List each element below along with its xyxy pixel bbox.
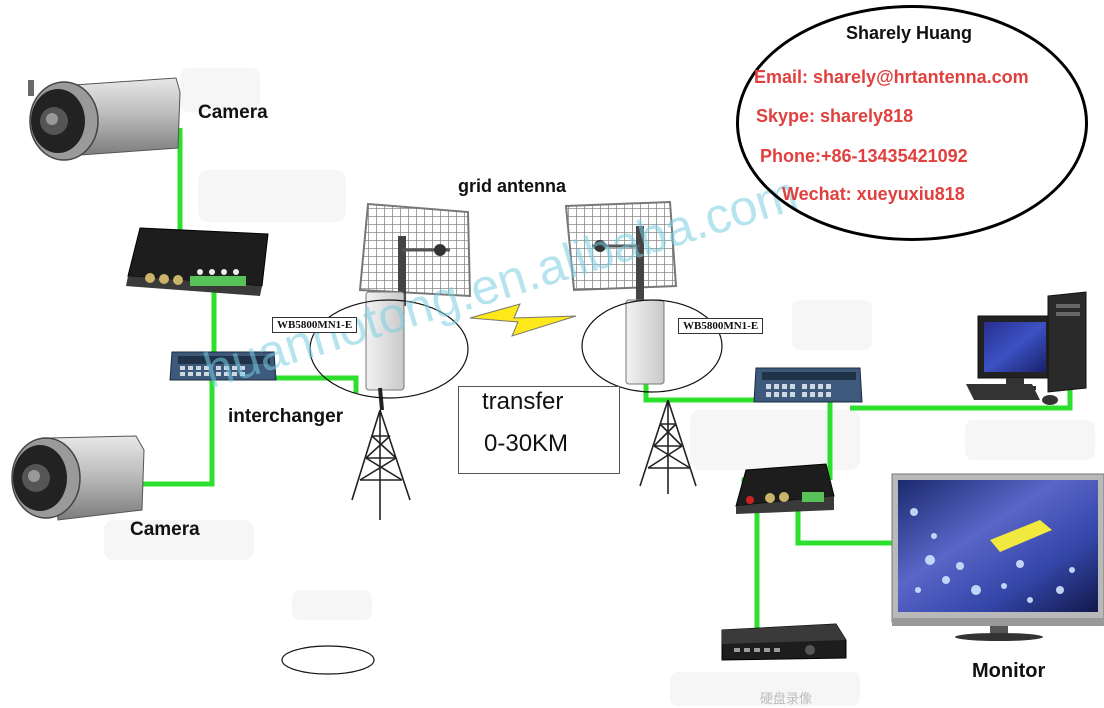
monitor-label: Monitor	[972, 660, 1046, 682]
grid-antenna-label: grid antenna	[458, 176, 567, 196]
dvr-recorder-icon	[721, 623, 847, 661]
camera-bottom-label: Camera	[130, 519, 200, 540]
video-decoder-icon	[735, 463, 835, 514]
transfer-label: transfer	[482, 388, 564, 415]
grid-antenna-right-icon	[564, 200, 678, 312]
contact-wechat: Wechat: xueyuxiu818	[782, 184, 965, 204]
highlight-circle-right	[581, 299, 723, 393]
network-switch-right-icon	[753, 367, 863, 403]
lcd-monitor-icon	[891, 473, 1104, 641]
wireless-link-icon	[469, 303, 577, 337]
highlight-circle-left	[309, 299, 469, 399]
contact-name: Sharely Huang	[846, 23, 973, 43]
contact-email: Email: sharely@hrtantenna.com	[754, 67, 1029, 87]
dvr-caption: 硬盘录像	[760, 692, 813, 707]
model-tag-right: WB5800MN1-E	[678, 318, 764, 334]
grid-antenna-left-icon	[358, 202, 472, 306]
video-encoder-icon	[126, 227, 269, 296]
background-shapes	[104, 68, 1095, 706]
transfer-box	[458, 386, 620, 474]
camera-bottom-icon	[11, 435, 145, 521]
contact-card	[736, 5, 1088, 241]
radio-unit-right-icon	[625, 299, 665, 385]
model-tag-left: WB5800MN1-E	[272, 317, 358, 333]
cables	[140, 128, 1073, 630]
empty-ellipse	[281, 645, 375, 675]
desktop-computer-icon	[966, 291, 1087, 405]
radio-unit-left-icon	[365, 291, 405, 411]
lattice-tower-right-icon	[639, 399, 697, 494]
lattice-tower-left-icon	[351, 409, 411, 520]
contact-skype: Skype: sharely818	[756, 106, 914, 126]
interchanger-label: interchanger	[228, 406, 344, 427]
network-switch-left-icon	[169, 351, 277, 381]
camera-top-icon	[28, 77, 181, 161]
camera-top-label: Camera	[198, 102, 268, 123]
contact-phone: Phone:+86-13435421092	[760, 146, 968, 166]
distance-label: 0-30KM	[484, 430, 569, 457]
